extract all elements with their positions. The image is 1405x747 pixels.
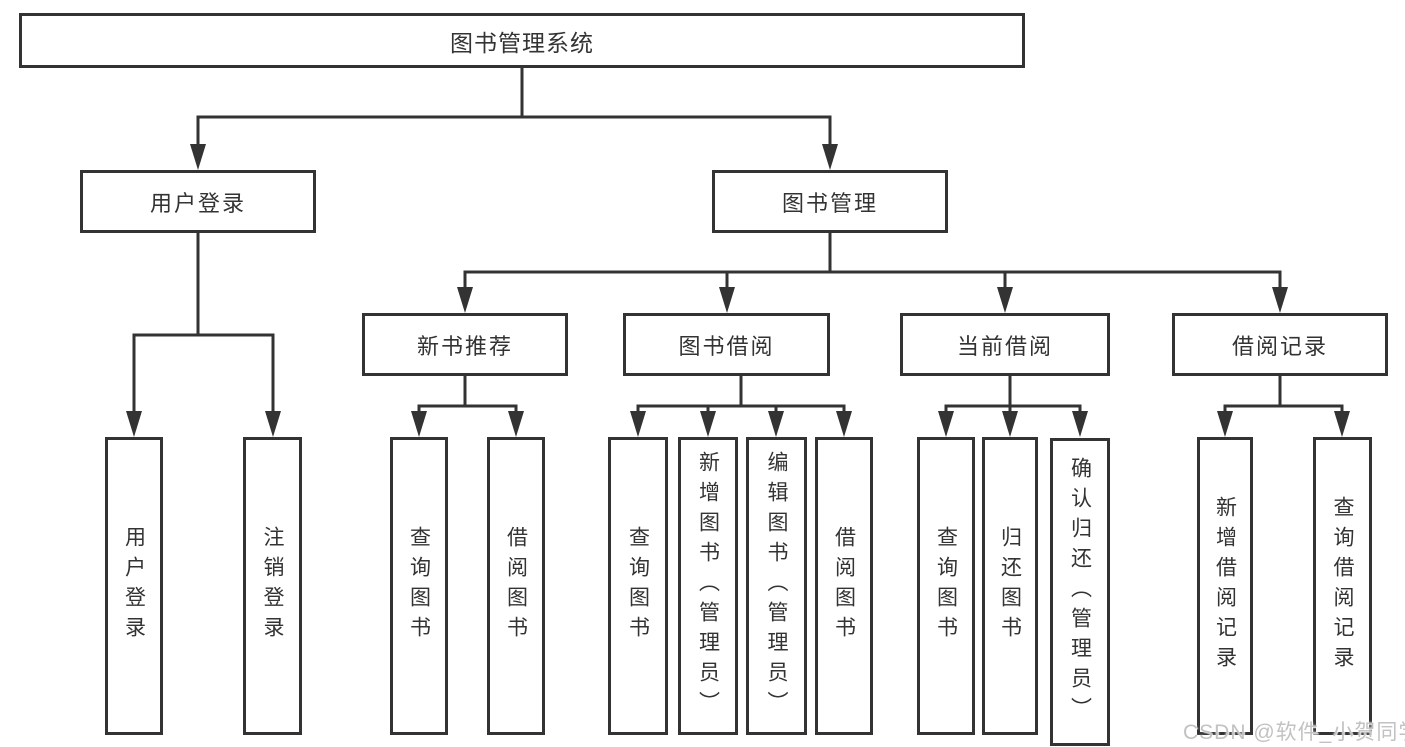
node-root: 图书管理系统 [19,13,1025,68]
leaf-borrow-books-recommend: 借阅图书 [487,437,545,735]
edge-book-management-children [457,231,1288,313]
leaf-user-login: 用户登录 [105,437,163,735]
watermark-text: CSDN @软件_小贺同学 [1183,721,1405,744]
node-book-borrowing: 图书借阅 [623,313,830,376]
leaf-edit-book-admin: 编辑图书（管理员） [746,437,807,735]
leaf-return-books: 归还图书 [982,437,1038,735]
node-user-login: 用户登录 [80,170,316,233]
leaf-logout: 注销登录 [243,437,302,735]
leaf-query-books-borrowing: 查询图书 [608,437,668,735]
edge-borrowing-records-children [1217,374,1350,437]
edge-root-to-level2 [190,66,838,170]
leaf-add-borrow-record: 新增借阅记录 [1197,437,1253,735]
edge-current-borrowing-children [938,374,1088,437]
leaf-borrow-books: 借阅图书 [815,437,873,735]
edge-user-login-children [126,231,281,437]
leaf-query-books-current: 查询图书 [917,437,975,735]
node-new-book-recommend: 新书推荐 [362,313,568,376]
node-book-management: 图书管理 [712,170,948,233]
leaf-query-books-recommend: 查询图书 [390,437,448,735]
leaf-query-borrow-record: 查询借阅记录 [1313,437,1372,735]
node-borrowing-records: 借阅记录 [1172,313,1388,376]
leaf-add-book-admin: 新增图书（管理员） [678,437,738,735]
node-current-borrowing: 当前借阅 [900,313,1110,376]
edge-book-borrowing-children [630,374,852,437]
edge-new-book-recommend-children [411,374,524,437]
leaf-confirm-return-admin: 确认归还（管理员） [1050,438,1110,746]
